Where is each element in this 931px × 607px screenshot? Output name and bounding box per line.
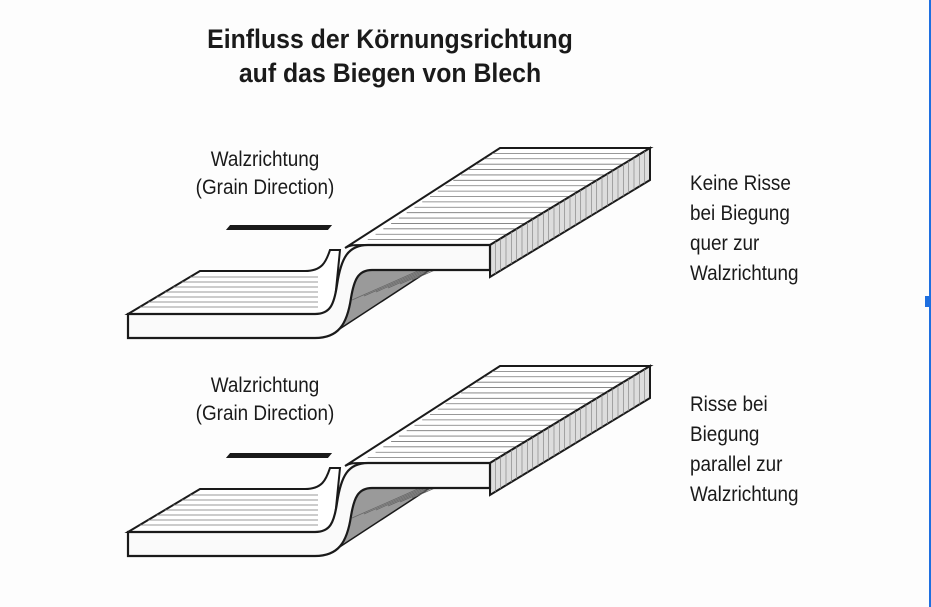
desc-line: Biegung: [690, 423, 760, 446]
desc-line: bei Biegung: [690, 202, 790, 225]
desc-line: Keine Risse: [690, 172, 791, 195]
grain-label-line2: (Grain Direction): [195, 176, 335, 199]
front-face: [126, 461, 492, 558]
underside-line: [363, 487, 424, 515]
underside-line: [411, 487, 436, 499]
underside-line: [375, 487, 427, 511]
desc-line: Risse bei: [690, 393, 768, 416]
underside-line: [387, 487, 430, 507]
grain-direction-bar: [225, 225, 333, 230]
result-text-top: Keine Risse bei Biegung quer zur Walzric…: [690, 169, 799, 289]
bent-sheet-top: [124, 146, 654, 340]
title-line-2: auf das Biegen von Blech: [238, 58, 542, 88]
scroll-marker[interactable]: [925, 296, 931, 307]
underside-line: [351, 269, 421, 301]
desc-line: parallel zur: [690, 453, 783, 476]
desc-line: quer zur: [690, 232, 760, 255]
underside-line: [363, 269, 424, 297]
grain-label-line2: (Grain Direction): [195, 402, 335, 425]
underside-line: [399, 487, 433, 503]
result-text-bottom: Risse bei Biegung parallel zur Walzricht…: [690, 390, 799, 510]
underside-line: [387, 269, 430, 289]
diagram-title: Einfluss der Körnungsrichtung auf das Bi…: [178, 22, 601, 90]
underside-line: [399, 269, 433, 285]
grain-direction-bar: [225, 453, 333, 458]
desc-line: Walzrichtung: [690, 483, 799, 506]
desc-line: Walzrichtung: [690, 262, 799, 285]
grain-label-top: Walzrichtung (Grain Direction): [180, 146, 351, 202]
underside-line: [351, 487, 421, 519]
underside-line: [375, 269, 427, 293]
underside-line: [411, 269, 436, 281]
grain-label-bottom: Walzrichtung (Grain Direction): [180, 372, 351, 428]
bent-sheet-bottom: [124, 364, 654, 558]
front-face: [126, 243, 492, 340]
title-line-1: Einfluss der Körnungsrichtung: [207, 24, 573, 54]
grain-label-line1: Walzrichtung: [210, 374, 320, 397]
grain-label-line1: Walzrichtung: [210, 148, 320, 171]
